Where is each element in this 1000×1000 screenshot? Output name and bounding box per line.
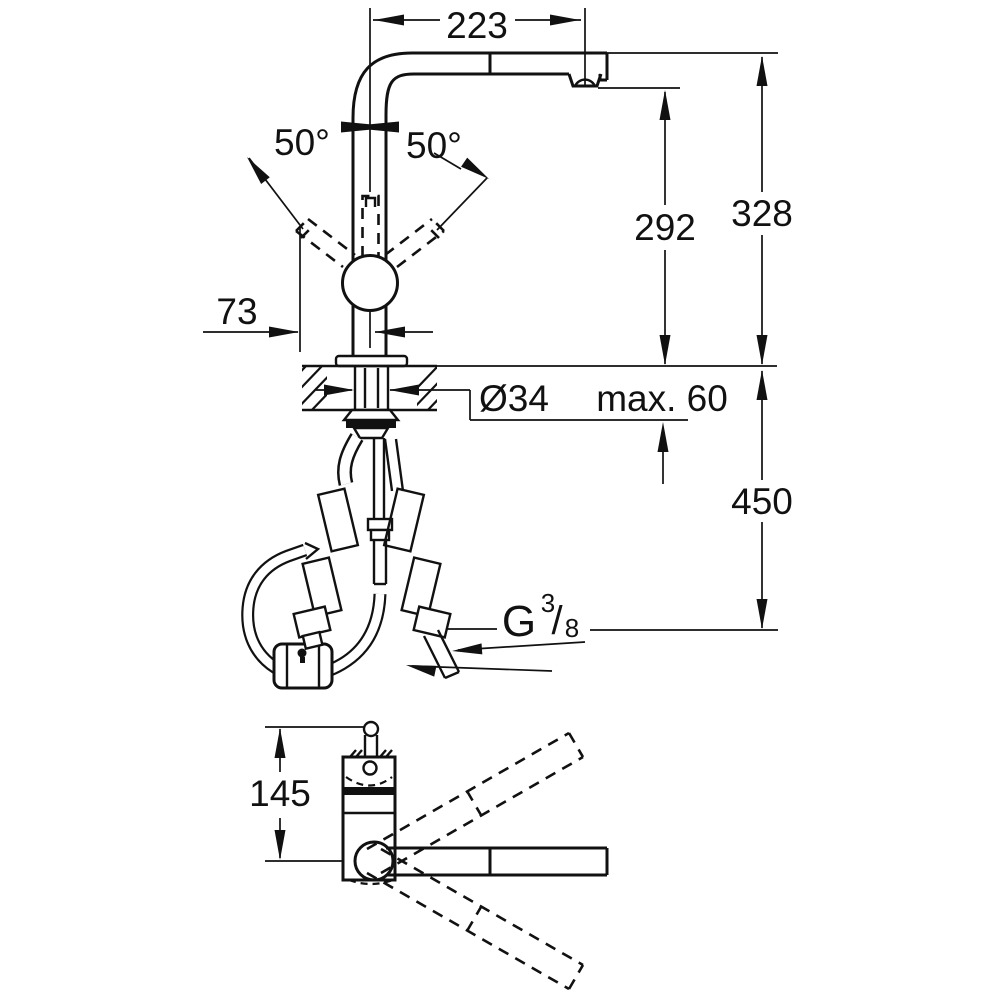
supply-hoses: [292, 433, 461, 680]
dim-total-height: 328: [731, 193, 793, 234]
dim-swivel-right: 50°: [406, 125, 462, 166]
pullout-hose: [241, 438, 394, 690]
dim-swivel-left: 50°: [274, 122, 330, 163]
thread-prefix: G: [502, 597, 536, 646]
reference-lines: [299, 8, 778, 631]
dim-hole-diameter: Ø34: [479, 378, 549, 419]
ball-joint: [341, 254, 399, 312]
spout-swivel-range: [366, 731, 585, 991]
dim-spout-reach: 223: [446, 5, 508, 46]
spout-top-view: [353, 840, 609, 882]
dimension-lines: [203, 14, 768, 677]
dim-handle-projection: 73: [216, 291, 257, 332]
dimension-labels: 223 50° 50° 73 292 328 Ø34 max. 60 450 G…: [216, 5, 792, 646]
handle-swivel-range: [247, 121, 489, 269]
dim-max-counter-thickness: max. 60: [596, 378, 728, 419]
thread-denominator: 8: [565, 613, 579, 643]
base-plate: [334, 354, 409, 368]
thread-numerator: 3: [541, 588, 555, 618]
hose-weight: [272, 642, 334, 690]
handle-neutral-dashed: [361, 194, 380, 257]
spout-outline: [351, 51, 609, 357]
lever-pin: [362, 720, 380, 757]
dim-outlet-height: 292: [634, 207, 696, 248]
top-view: 145: [249, 720, 609, 991]
thread-size-label: G 3 / 8: [502, 588, 579, 646]
dim-body-height: 145: [249, 773, 311, 814]
counter-deck: [302, 364, 437, 412]
dim-hose-drop: 450: [731, 481, 793, 522]
mounting-shank: [341, 366, 401, 440]
thread-slash: /: [551, 599, 563, 643]
